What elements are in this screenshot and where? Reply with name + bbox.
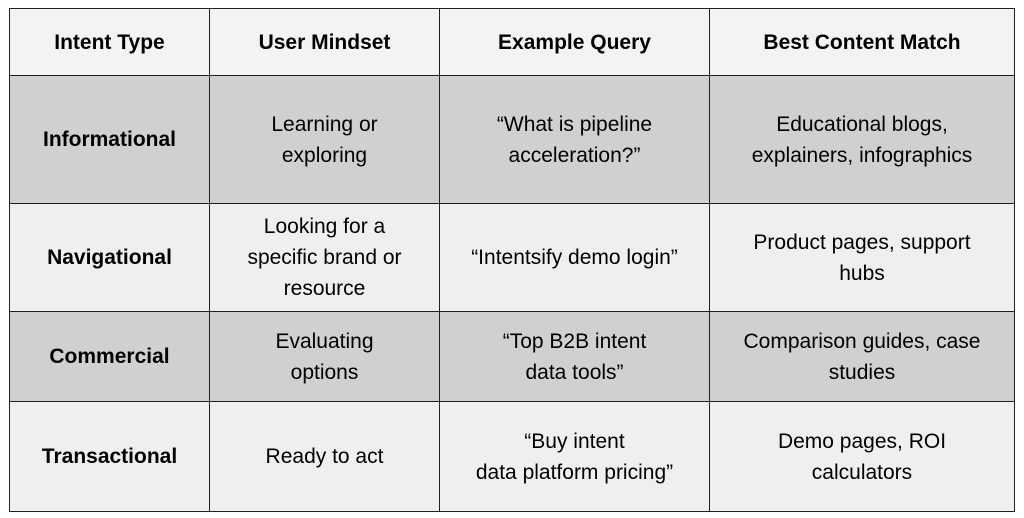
cell-line: specific brand or [247,246,402,269]
cell-line: “Top B2B intent [502,329,647,353]
cell-intent-type: Navigational [9,203,210,312]
cell-line: Ready to act [265,445,384,468]
cell-example-query: “Intentsify demo login” [439,203,710,312]
cell-line: “Buy intent [524,429,625,453]
cell-example-query: “Buy intent data platform pricing” [439,401,710,512]
cell-best-content-match: Educational blogs, explainers, infograph… [709,75,1015,204]
cell-best-content-match: Demo pages, ROI calculators [709,401,1015,512]
intent-table-container: Intent Type User Mindset Example Query B… [9,8,1015,512]
cell-line: data platform pricing” [475,460,674,484]
cell-intent-type: Informational [9,75,210,204]
header-row: Intent Type User Mindset Example Query B… [9,8,1015,76]
cell-line: explainers, infographics [751,143,973,167]
cell-user-mindset: Looking for a specific brand or resource [209,203,440,312]
header-best-content-match: Best Content Match [709,8,1015,76]
cell-line: Demo pages, ROI [777,429,947,453]
cell-line: data tools” [525,360,624,384]
cell-best-content-match: Comparison guides, case studies [709,311,1015,402]
cell-line: Evaluating [275,329,374,353]
cell-user-mindset: Evaluating options [209,311,440,402]
cell-example-query: “Top B2B intent data tools” [439,311,710,402]
cell-user-mindset: Ready to act [209,401,440,512]
cell-line: options [290,360,359,384]
cell-line: Looking for a [263,215,386,238]
cell-text: Navigational [47,246,172,269]
cell-line: acceleration?” [508,143,641,167]
cell-text: Transactional [41,445,178,468]
cell-best-content-match: Product pages, support hubs [709,203,1015,312]
cell-line: Product pages, support [753,230,971,254]
cell-line: Educational blogs, [776,112,948,136]
cell-intent-type: Commercial [9,311,210,402]
cell-line: resource [283,277,366,300]
cell-line: “Intentsify demo login” [471,246,678,269]
table-row-transactional: Transactional Ready to act “Buy intent d… [9,401,1015,512]
cell-line: exploring [281,143,368,167]
cell-example-query: “What is pipeline acceleration?” [439,75,710,204]
cell-line: “What is pipeline [496,112,653,136]
header-example-query: Example Query [439,8,710,76]
table-row-informational: Informational Learning or exploring “Wha… [9,75,1015,204]
cell-line: studies [828,360,896,384]
cell-text: Commercial [49,345,170,368]
header-user-mindset: User Mindset [209,8,440,76]
cell-line: hubs [839,261,885,285]
cell-text: Informational [42,128,176,151]
table-row-navigational: Navigational Looking for a specific bran… [9,203,1015,312]
cell-user-mindset: Learning or exploring [209,75,440,204]
cell-line: calculators [811,460,913,484]
table-row-commercial: Commercial Evaluating options “Top B2B i… [9,311,1015,402]
intent-table: Intent Type User Mindset Example Query B… [9,8,1015,512]
header-intent-type: Intent Type [9,8,210,76]
cell-line: Comparison guides, case [743,329,981,353]
cell-intent-type: Transactional [9,401,210,512]
cell-line: Learning or [271,112,378,136]
